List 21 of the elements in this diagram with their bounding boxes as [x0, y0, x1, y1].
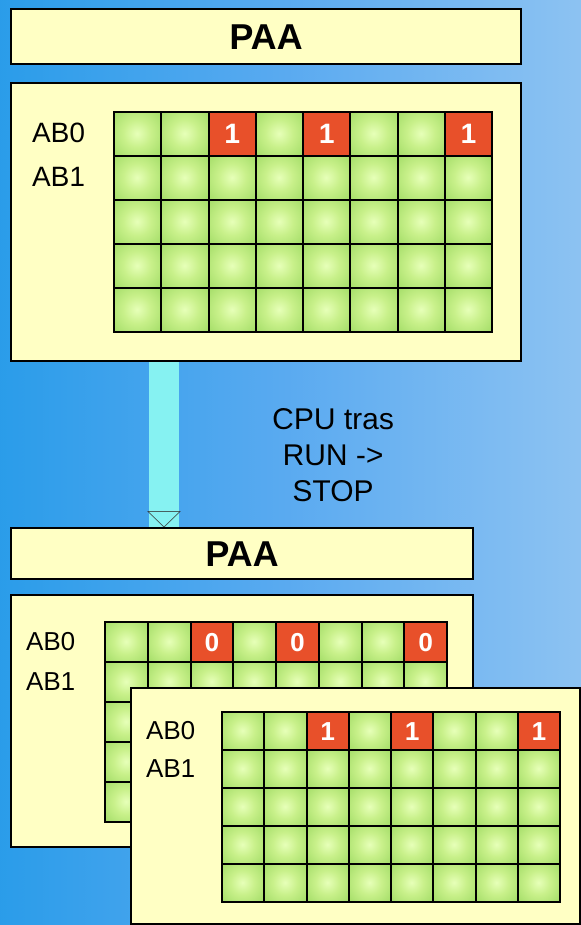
bit-value: 0 — [275, 621, 320, 663]
byte-label: AB1 — [26, 668, 76, 694]
byte-label: AB1 — [146, 755, 196, 781]
byte-label: AB0 — [26, 628, 76, 654]
down-arrow — [148, 362, 180, 528]
byte-label: AB0 — [146, 717, 196, 743]
bit-value: 1 — [516, 711, 561, 751]
overlay-panel — [130, 687, 581, 925]
bit-value: 0 — [190, 621, 234, 663]
edge-label: CPU tras RUN -> STOP — [271, 402, 395, 510]
title-banner: PAA — [10, 8, 522, 65]
title-banner: PAA — [10, 527, 474, 580]
panel — [10, 82, 522, 362]
byte-label: AB1 — [32, 163, 85, 191]
bit-value: 1 — [306, 711, 350, 751]
bit-value: 1 — [444, 111, 493, 157]
bit-value: 1 — [302, 111, 352, 157]
bit-value: 1 — [208, 111, 257, 157]
bit-value: 0 — [403, 621, 448, 663]
bit-value: 1 — [390, 711, 434, 751]
byte-label: AB0 — [32, 119, 85, 147]
